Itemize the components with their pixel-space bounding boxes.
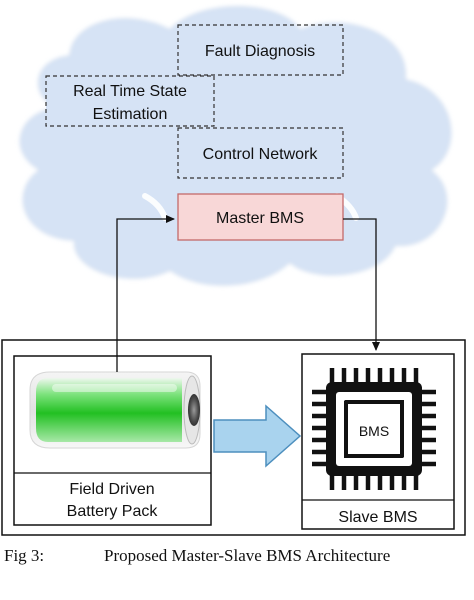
fault-diagnosis-box	[177, 24, 344, 76]
battery-label-line1: Field Driven	[69, 481, 154, 498]
master-to-slave-arrow	[343, 218, 380, 351]
field-frame	[1, 339, 466, 536]
battery-label-line2: Battery Pack	[67, 503, 159, 520]
real-time-state-label-line2: Estimation	[93, 106, 168, 123]
battery-to-master-arrow	[116, 215, 175, 372]
battery-icon	[29, 371, 201, 449]
figure-caption: Proposed Master-Slave BMS Architecture	[104, 546, 390, 565]
chip-icon: BMS	[312, 368, 436, 490]
slave-bms-box	[301, 353, 455, 530]
figure-number: Fig 3:	[4, 546, 44, 565]
real-time-state-box	[45, 75, 215, 127]
control-network-box	[177, 127, 344, 179]
block-arrow-icon	[213, 404, 302, 468]
master-bms-box	[177, 193, 344, 241]
battery-pack-box	[13, 355, 212, 526]
chip-label: BMS	[359, 423, 389, 439]
slave-bms-label: Slave BMS	[338, 509, 417, 526]
control-network-label: Control Network	[203, 146, 319, 163]
master-bms-label: Master BMS	[216, 210, 304, 227]
real-time-state-label-line1: Real Time State	[73, 83, 187, 100]
fault-diagnosis-label: Fault Diagnosis	[205, 43, 315, 60]
